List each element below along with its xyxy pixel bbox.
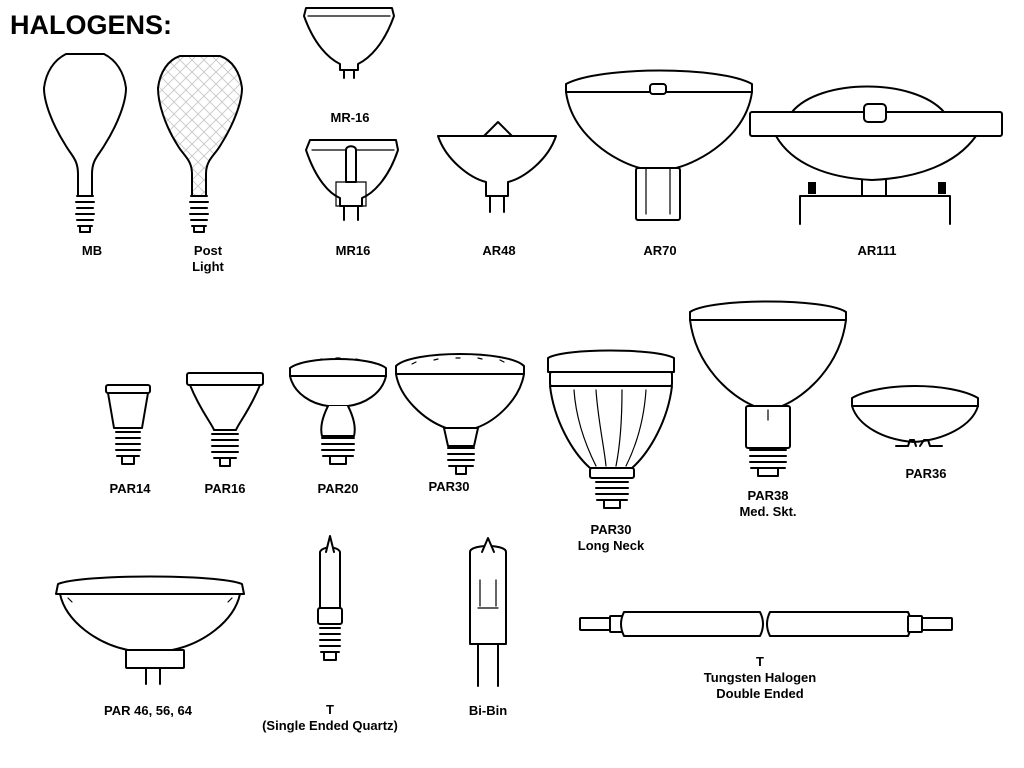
label-par20: PAR20 [318,481,359,496]
lamp-par38 [689,300,847,477]
lamp-ar48 [437,121,557,213]
lamp-ar70 [565,69,753,221]
label-par36: PAR36 [906,466,947,481]
lamp-bi-bin [469,537,507,687]
lamp-t-single-ended [317,535,343,661]
lamp-par16 [186,372,264,467]
label-mr-16-top: MR-16 [330,110,369,125]
lamp-par30-long-neck [547,349,675,509]
page-title: HALOGENS: [10,10,172,40]
lamp-par14 [105,384,151,465]
label-par46-56-64: PAR 46, 56, 64 [104,703,193,718]
lamp-ar111 [749,85,1003,225]
label-par30: PAR30 [429,479,470,494]
lamp-par46-56-64 [55,575,245,685]
label-par14: PAR14 [110,481,152,496]
lamp-mb [43,53,127,233]
label-mb: MB [82,243,102,258]
label-mr16: MR16 [336,243,371,258]
lamp-mr16 [305,139,399,221]
label-ar111: AR111 [857,243,896,258]
lamp-par36 [851,385,979,447]
label-ar48: AR48 [482,243,515,258]
label-par16: PAR16 [205,481,246,496]
lamp-par30 [395,353,525,475]
label-ar70: AR70 [643,243,676,258]
lamp-post-light [157,55,243,233]
lamp-par20 [289,357,387,465]
lamp-mr-16-top [303,7,395,79]
label-bi-bin: Bi-Bin [469,703,507,718]
label-t-single-ended: T(Single Ended Quartz) [262,702,398,733]
lamp-t-double-ended [579,611,953,637]
